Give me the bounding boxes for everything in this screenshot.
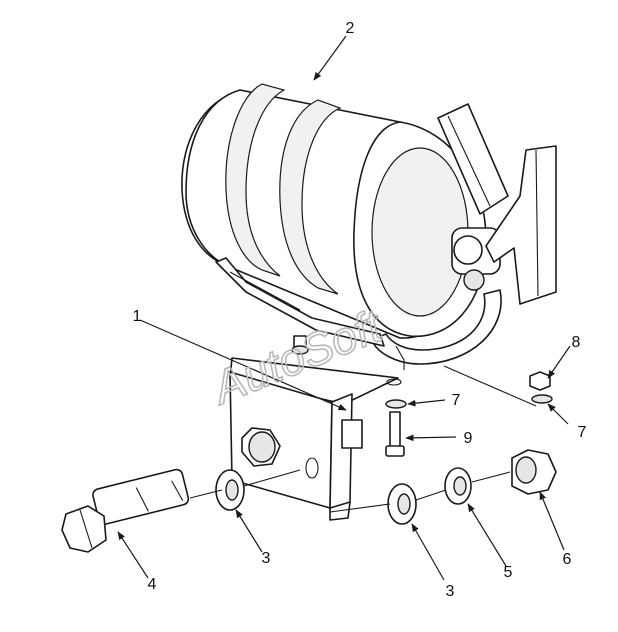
hex-bolt bbox=[61, 468, 190, 553]
callout-1: 1 bbox=[133, 308, 142, 325]
extinguisher-cylinder bbox=[181, 83, 557, 365]
mounting-bracket bbox=[229, 335, 402, 521]
callout-6: 6 bbox=[563, 551, 572, 568]
callout-7-right: 7 bbox=[578, 424, 587, 441]
lock-washer-right bbox=[531, 394, 553, 404]
lock-washer-left bbox=[385, 399, 407, 409]
assembly-axes bbox=[189, 345, 537, 513]
callout-9: 9 bbox=[464, 430, 473, 447]
callout-3-right: 3 bbox=[446, 583, 455, 600]
callout-labels: 2 1 7 9 8 7 4 3 3 5 6 bbox=[133, 20, 587, 600]
callout-7-left: 7 bbox=[452, 392, 461, 409]
leader-lines bbox=[117, 35, 571, 581]
callout-3-left: 3 bbox=[262, 550, 271, 567]
washer-right bbox=[387, 483, 417, 525]
callout-2: 2 bbox=[346, 20, 355, 37]
small-nut bbox=[529, 371, 551, 391]
small-bolt bbox=[385, 411, 405, 457]
hex-nut bbox=[511, 449, 557, 495]
washer-left bbox=[215, 469, 245, 511]
callout-5: 5 bbox=[504, 564, 513, 581]
spring-washer bbox=[444, 467, 472, 505]
callout-4: 4 bbox=[148, 576, 157, 593]
callout-8: 8 bbox=[572, 334, 581, 351]
